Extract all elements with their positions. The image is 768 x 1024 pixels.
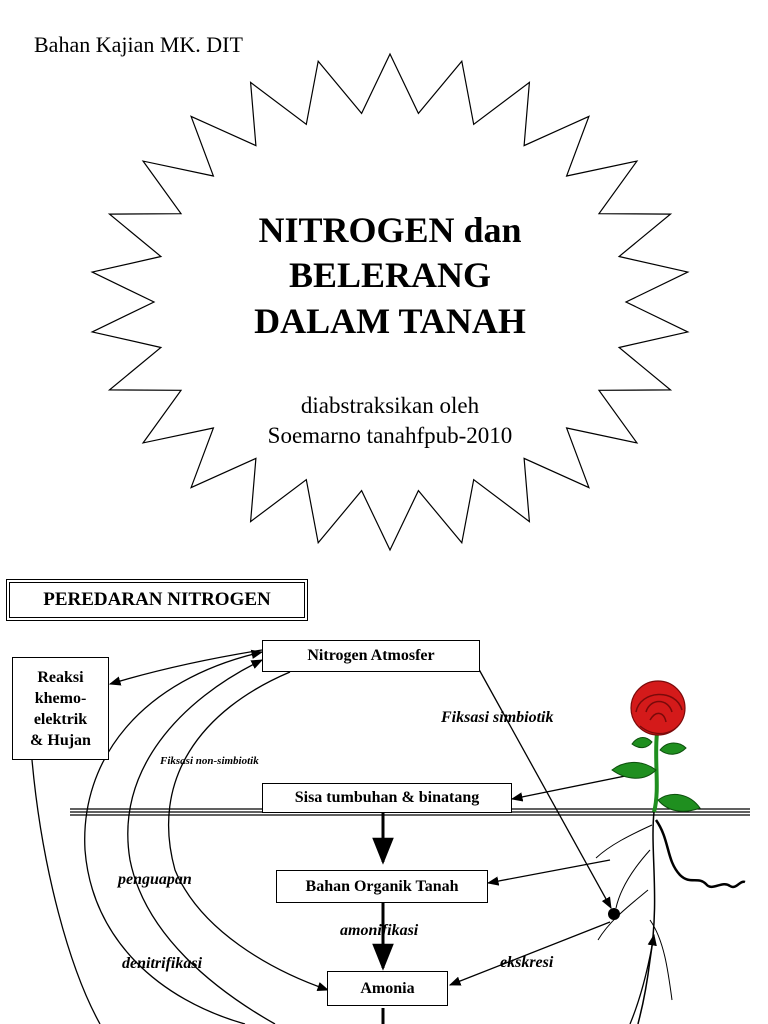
label-denitrifikasi: denitrifikasi <box>122 955 203 972</box>
title-line-1: NITROGEN dan <box>258 210 522 250</box>
document-header: Bahan Kajian MK. DIT <box>34 32 243 57</box>
label-amonifikasi: amonifikasi <box>340 922 419 939</box>
root-nodule-dot <box>608 908 620 920</box>
curve-fiksasi-non-simbiotik <box>167 671 330 991</box>
reaksi-khemo-elektrik-box: Reaksi khemo- elektrik & Hujan <box>12 657 109 760</box>
sisa-tumbuhan-box: Sisa tumbuhan & binatang <box>262 783 512 813</box>
section-heading: PEREDARAN NITROGEN <box>6 579 308 621</box>
bahan-organik-box: Bahan Organik Tanah <box>276 870 488 903</box>
arrow-roots-to-bahan <box>486 859 611 886</box>
arrow-atmosfer-to-reaksi <box>108 649 263 686</box>
title-line-2: BELERANG <box>288 255 492 295</box>
rose-flower-icon <box>595 680 746 1024</box>
arrow-ekskresi-to-amonia <box>448 921 611 986</box>
reaksi-line-2: khemo- <box>34 689 87 707</box>
nitrogen-atmosfer-box: Nitrogen Atmosfer <box>262 640 480 672</box>
label-fiksasi-simbiotik: Fiksasi simbiotik <box>441 709 554 726</box>
amonia-box: Amonia <box>327 971 448 1006</box>
reaksi-line-4: & Hujan <box>30 731 91 749</box>
subtitle-line-1: diabstraksikan oleh <box>300 393 480 418</box>
title-line-3: DALAM TANAH <box>254 301 526 341</box>
reaksi-line-1: Reaksi <box>37 668 84 686</box>
label-ekskresi: ekskresi <box>500 954 554 971</box>
curve-penguapan-outer <box>84 649 264 1024</box>
subtitle-line-2: Soemarno tanahfpub-2010 <box>267 423 513 448</box>
line-reaksi-down <box>31 759 101 1024</box>
starburst-shape <box>90 52 690 552</box>
line-fiksasi-simbiotik <box>475 663 612 910</box>
curve-penguapan-inner <box>127 659 276 1024</box>
label-penguapan: penguapan <box>118 871 192 888</box>
label-fiksasi-non-simbiotik: Fiksasi non-simbiotik <box>160 755 259 767</box>
arrow-plant-to-sisa <box>510 772 641 802</box>
reaksi-line-3: elektrik <box>33 710 88 728</box>
